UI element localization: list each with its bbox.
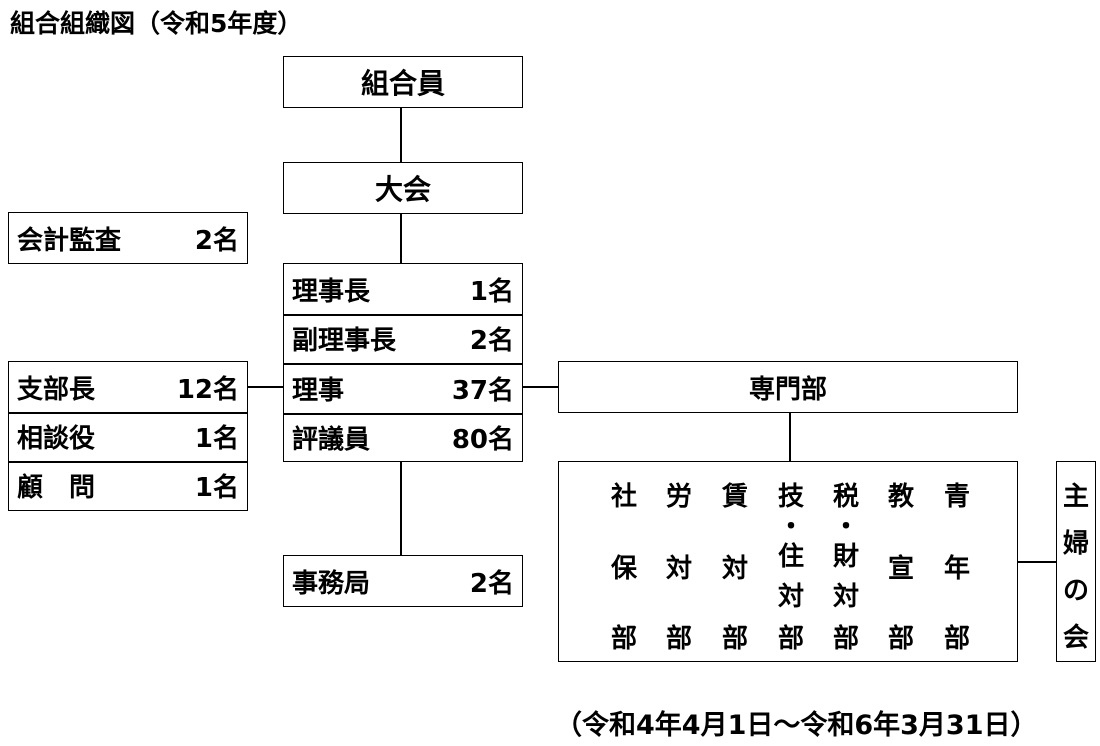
dept-char: 部 xyxy=(832,624,859,654)
dept-char: 対 xyxy=(665,554,692,584)
officer-name: 理事長 xyxy=(292,276,371,307)
dept-dot: ・ xyxy=(777,512,804,542)
connector-line xyxy=(789,413,791,461)
officer-count: 80名 xyxy=(451,424,514,455)
divider xyxy=(284,314,522,316)
dept-char: 部 xyxy=(610,624,637,654)
connector-line xyxy=(1017,561,1057,563)
divider xyxy=(9,412,247,414)
branch-box: 支部長 12名 相談役 1名 顧 問 1名 xyxy=(8,361,248,511)
dept-char: 部 xyxy=(943,624,970,654)
department-column: 労 対 部 xyxy=(662,462,696,661)
officer-name: 副理事長 xyxy=(292,326,397,356)
dept-char: 部 xyxy=(887,624,914,654)
department-column: 技 ・ 住 対 部 xyxy=(774,462,808,661)
audit-box: 会計監査 2名 xyxy=(8,212,248,264)
members-box: 組合員 xyxy=(283,56,523,108)
dept-dot: ・ xyxy=(832,512,859,542)
dept-char: 労 xyxy=(665,482,692,512)
dept-char: 部 xyxy=(665,624,692,654)
divider xyxy=(284,363,522,365)
audit-label: 会計監査 xyxy=(17,225,122,256)
convention-box: 大会 xyxy=(283,162,523,214)
housewives-char: の xyxy=(1062,576,1089,606)
officers-box: 理事長 1名 副理事長 2名 理事 37名 評議員 80名 xyxy=(283,263,523,462)
dept-char: 対 xyxy=(777,582,804,612)
department-column: 教 宣 部 xyxy=(884,462,918,661)
branch-count: 1名 xyxy=(194,473,239,503)
members-label: 組合員 xyxy=(360,67,445,100)
connector-line xyxy=(400,213,402,263)
connector-line xyxy=(400,461,402,555)
department-column: 青 年 部 xyxy=(940,462,974,661)
officer-count: 2名 xyxy=(469,326,514,356)
departments-box: 社 保 部 労 対 部 賃 対 部 技 ・ 住 対 部 税 ・ 財 対 部 教 … xyxy=(558,461,1018,662)
dept-char: 宣 xyxy=(887,554,914,584)
secretariat-label: 事務局 xyxy=(292,568,371,599)
audit-count: 2名 xyxy=(194,225,239,256)
dept-char: 税 xyxy=(832,482,859,512)
dept-char: 住 xyxy=(777,542,804,572)
convention-label: 大会 xyxy=(374,173,431,206)
dept-char: 財 xyxy=(832,542,859,572)
branch-name: 相談役 xyxy=(17,424,96,454)
housewives-char: 婦 xyxy=(1062,529,1089,559)
housewives-char: 会 xyxy=(1062,623,1089,653)
secretariat-box: 事務局 2名 xyxy=(283,555,523,607)
page-title: 組合組織図（令和5年度） xyxy=(10,9,303,38)
connector-line xyxy=(248,386,284,388)
secretariat-count: 2名 xyxy=(469,568,514,599)
dept-char: 年 xyxy=(943,554,970,584)
housewives-char: 主 xyxy=(1062,482,1089,512)
term-period: （令和4年4月1日～令和6年3月31日） xyxy=(555,710,1038,741)
dept-char: 対 xyxy=(721,554,748,584)
connector-line xyxy=(400,107,402,162)
department-column: 税 ・ 財 対 部 xyxy=(829,462,863,661)
officer-name: 評議員 xyxy=(292,424,371,455)
dept-char: 教 xyxy=(887,482,914,512)
department-column: 賃 対 部 xyxy=(718,462,752,661)
dept-char: 対 xyxy=(832,582,859,612)
specialist-box: 専門部 xyxy=(558,361,1018,413)
branch-count: 12名 xyxy=(176,374,239,405)
housewives-box: 主 婦 の 会 xyxy=(1056,461,1096,662)
department-column: 社 保 部 xyxy=(607,462,641,661)
dept-char: 保 xyxy=(610,554,637,584)
dept-char: 賃 xyxy=(721,482,748,512)
dept-char: 部 xyxy=(777,624,804,654)
dept-char: 技 xyxy=(777,482,804,512)
specialist-label: 専門部 xyxy=(748,374,827,405)
officer-count: 37名 xyxy=(451,375,514,406)
dept-char: 社 xyxy=(610,482,637,512)
officer-name: 理事 xyxy=(292,375,345,406)
divider xyxy=(284,413,522,415)
dept-char: 部 xyxy=(721,624,748,654)
branch-name: 顧 問 xyxy=(17,473,96,503)
branch-count: 1名 xyxy=(194,424,239,454)
branch-name: 支部長 xyxy=(17,374,96,405)
officer-count: 1名 xyxy=(469,276,514,307)
dept-char: 青 xyxy=(943,482,970,512)
divider xyxy=(9,461,247,463)
connector-line xyxy=(522,386,559,388)
